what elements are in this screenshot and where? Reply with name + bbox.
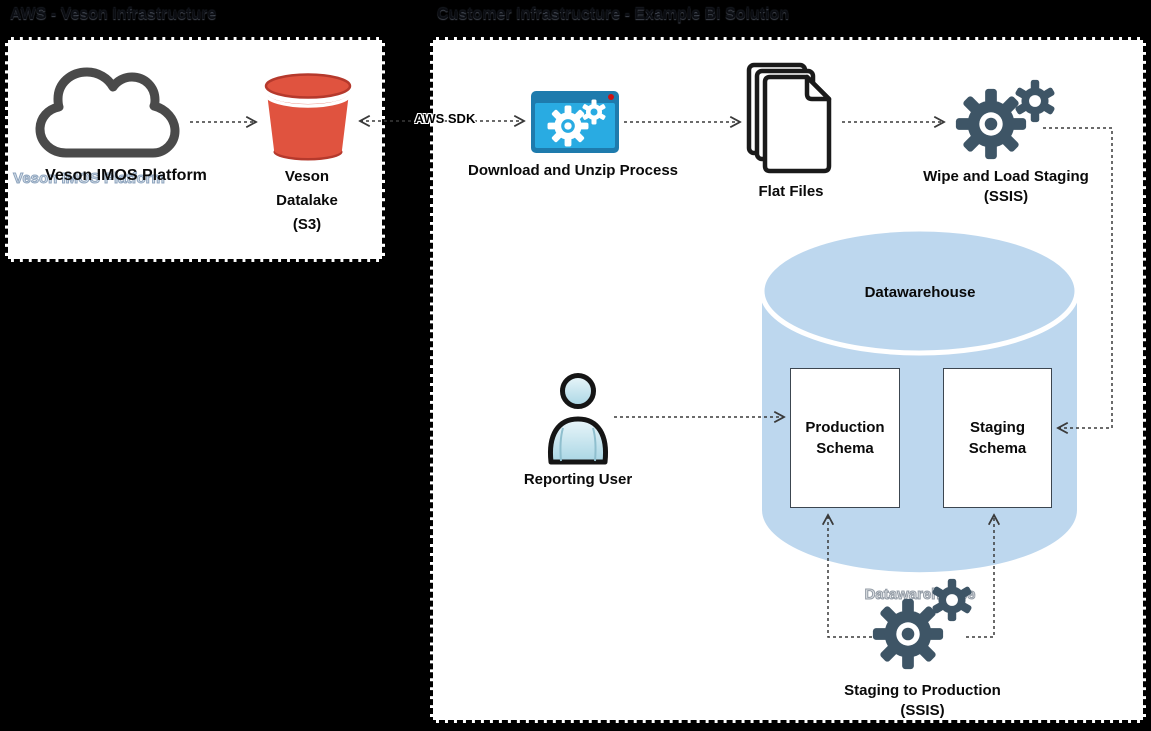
production-schema-box: Production Schema	[790, 368, 900, 508]
reporting-user-label: Reporting User	[523, 471, 633, 488]
datawarehouse-label: Datawarehouse	[864, 284, 976, 301]
s3-bucket-icon	[264, 73, 352, 161]
app-window-gears-icon	[531, 91, 619, 153]
person-icon	[547, 373, 609, 465]
aws-panel-title: AWS - Veson Infrastructure	[10, 6, 217, 23]
download-unzip-label: Download and Unzip Process	[467, 162, 679, 179]
staging-schema-label: Staging	[970, 419, 1025, 436]
flat-files-label: Flat Files	[758, 183, 824, 200]
production-schema-label: Production	[805, 419, 885, 436]
aws-sdk-label: AWS SDK	[414, 111, 476, 126]
veson-datalake-label: Veson Datalake (S3)	[276, 168, 338, 233]
staging-to-production-label: Staging to Production (SSIS)	[844, 682, 1001, 719]
veson-platform-ghost-label: Veson IMOS Platform	[13, 170, 166, 188]
staging-to-production-gears-icon	[872, 578, 973, 670]
staging-schema-box: Staging Schema	[943, 368, 1052, 508]
window-close-dot-icon	[608, 94, 614, 100]
veson-platform-label: Veson IMOS Platform	[45, 167, 207, 184]
wipe-staging-label: Wipe and Load Staging (SSIS)	[923, 168, 1089, 205]
wipe-staging-gears-icon	[955, 79, 1056, 160]
customer-panel-title: Customer Infrastructure - Example BI Sol…	[437, 6, 790, 23]
cloud-icon	[35, 67, 180, 158]
flat-files-icon	[746, 62, 832, 174]
